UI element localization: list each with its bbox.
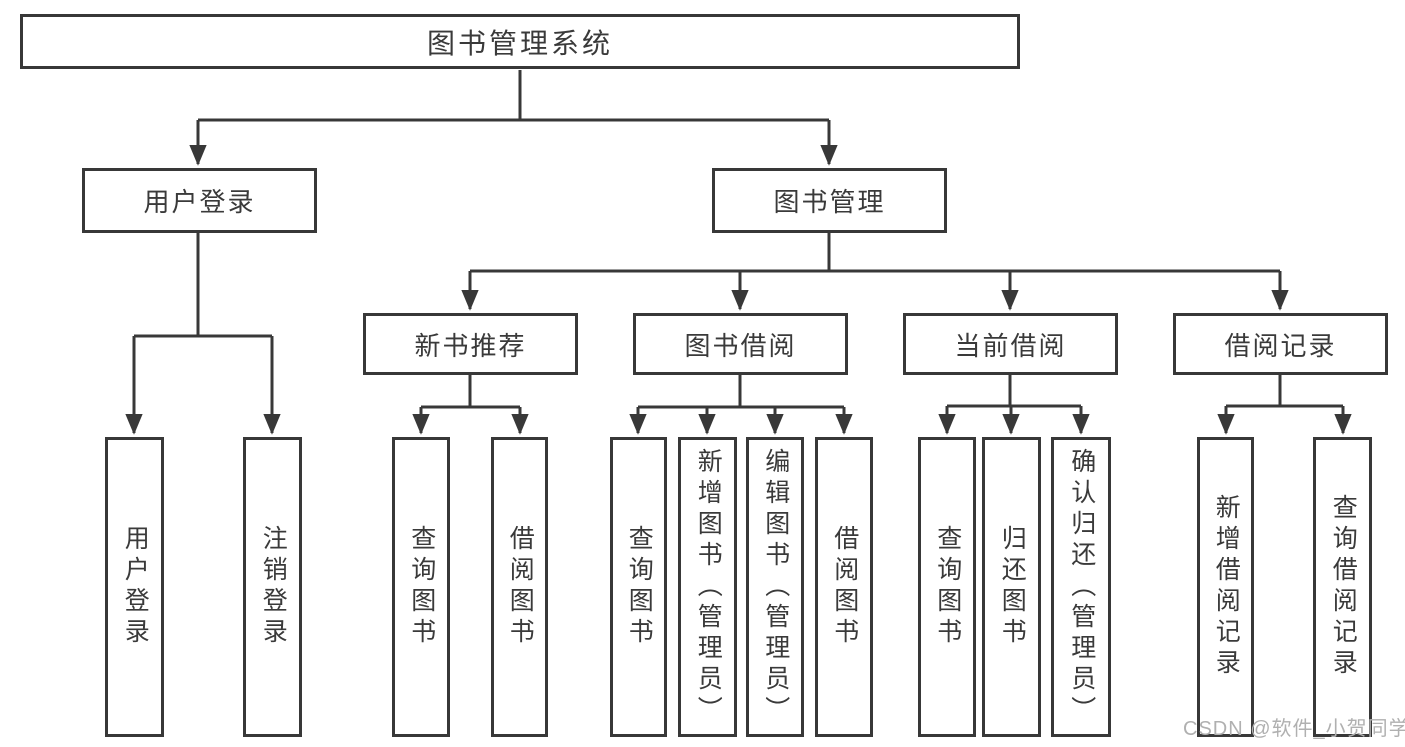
leaf-records-add-record: 新增借阅记录 (1197, 437, 1254, 737)
leaf-current-confirm-return-admin: 确认归还（管理员） (1051, 437, 1111, 737)
leaf-label: 新增借阅记录 (1212, 494, 1241, 680)
root-node-library-system: 图书管理系统 (20, 14, 1020, 69)
leaf-label: 查询图书 (407, 525, 436, 649)
leaf-label: 查询图书 (625, 525, 654, 649)
node-book-management: 图书管理 (712, 168, 947, 233)
leaf-label: 注销登录 (259, 525, 288, 649)
leaf-label: 新增图书（管理员） (694, 447, 723, 727)
leaf-label: 查询借阅记录 (1329, 494, 1358, 680)
leaf-current-return-books: 归还图书 (982, 437, 1041, 737)
leaf-recommend-borrow-books: 借阅图书 (491, 437, 548, 737)
leaf-records-query-record: 查询借阅记录 (1313, 437, 1372, 737)
node-book-borrowing: 图书借阅 (633, 313, 848, 375)
node-borrowing-records: 借阅记录 (1173, 313, 1388, 375)
leaf-borrowing-edit-books-admin: 编辑图书（管理员） (746, 437, 804, 737)
leaf-user-login: 用户登录 (105, 437, 164, 737)
leaf-label: 确认归还（管理员） (1067, 447, 1096, 727)
leaf-label: 用户登录 (121, 525, 150, 649)
node-current-borrowing: 当前借阅 (903, 313, 1118, 375)
leaf-logout-login: 注销登录 (243, 437, 302, 737)
leaf-label: 归还图书 (998, 525, 1027, 649)
leaf-label: 编辑图书（管理员） (761, 447, 790, 727)
leaf-label: 借阅图书 (506, 525, 535, 649)
leaf-recommend-query-books: 查询图书 (392, 437, 450, 737)
node-user-login: 用户登录 (82, 168, 317, 233)
leaf-borrowing-borrow-books: 借阅图书 (815, 437, 873, 737)
leaf-borrowing-query-books: 查询图书 (610, 437, 667, 737)
node-new-book-recommend: 新书推荐 (363, 313, 578, 375)
leaf-label: 借阅图书 (830, 525, 859, 649)
leaf-current-query-books: 查询图书 (918, 437, 976, 737)
leaf-borrowing-add-books-admin: 新增图书（管理员） (678, 437, 737, 737)
leaf-label: 查询图书 (933, 525, 962, 649)
watermark: CSDN @软件_小贺同学 (1183, 718, 1405, 740)
